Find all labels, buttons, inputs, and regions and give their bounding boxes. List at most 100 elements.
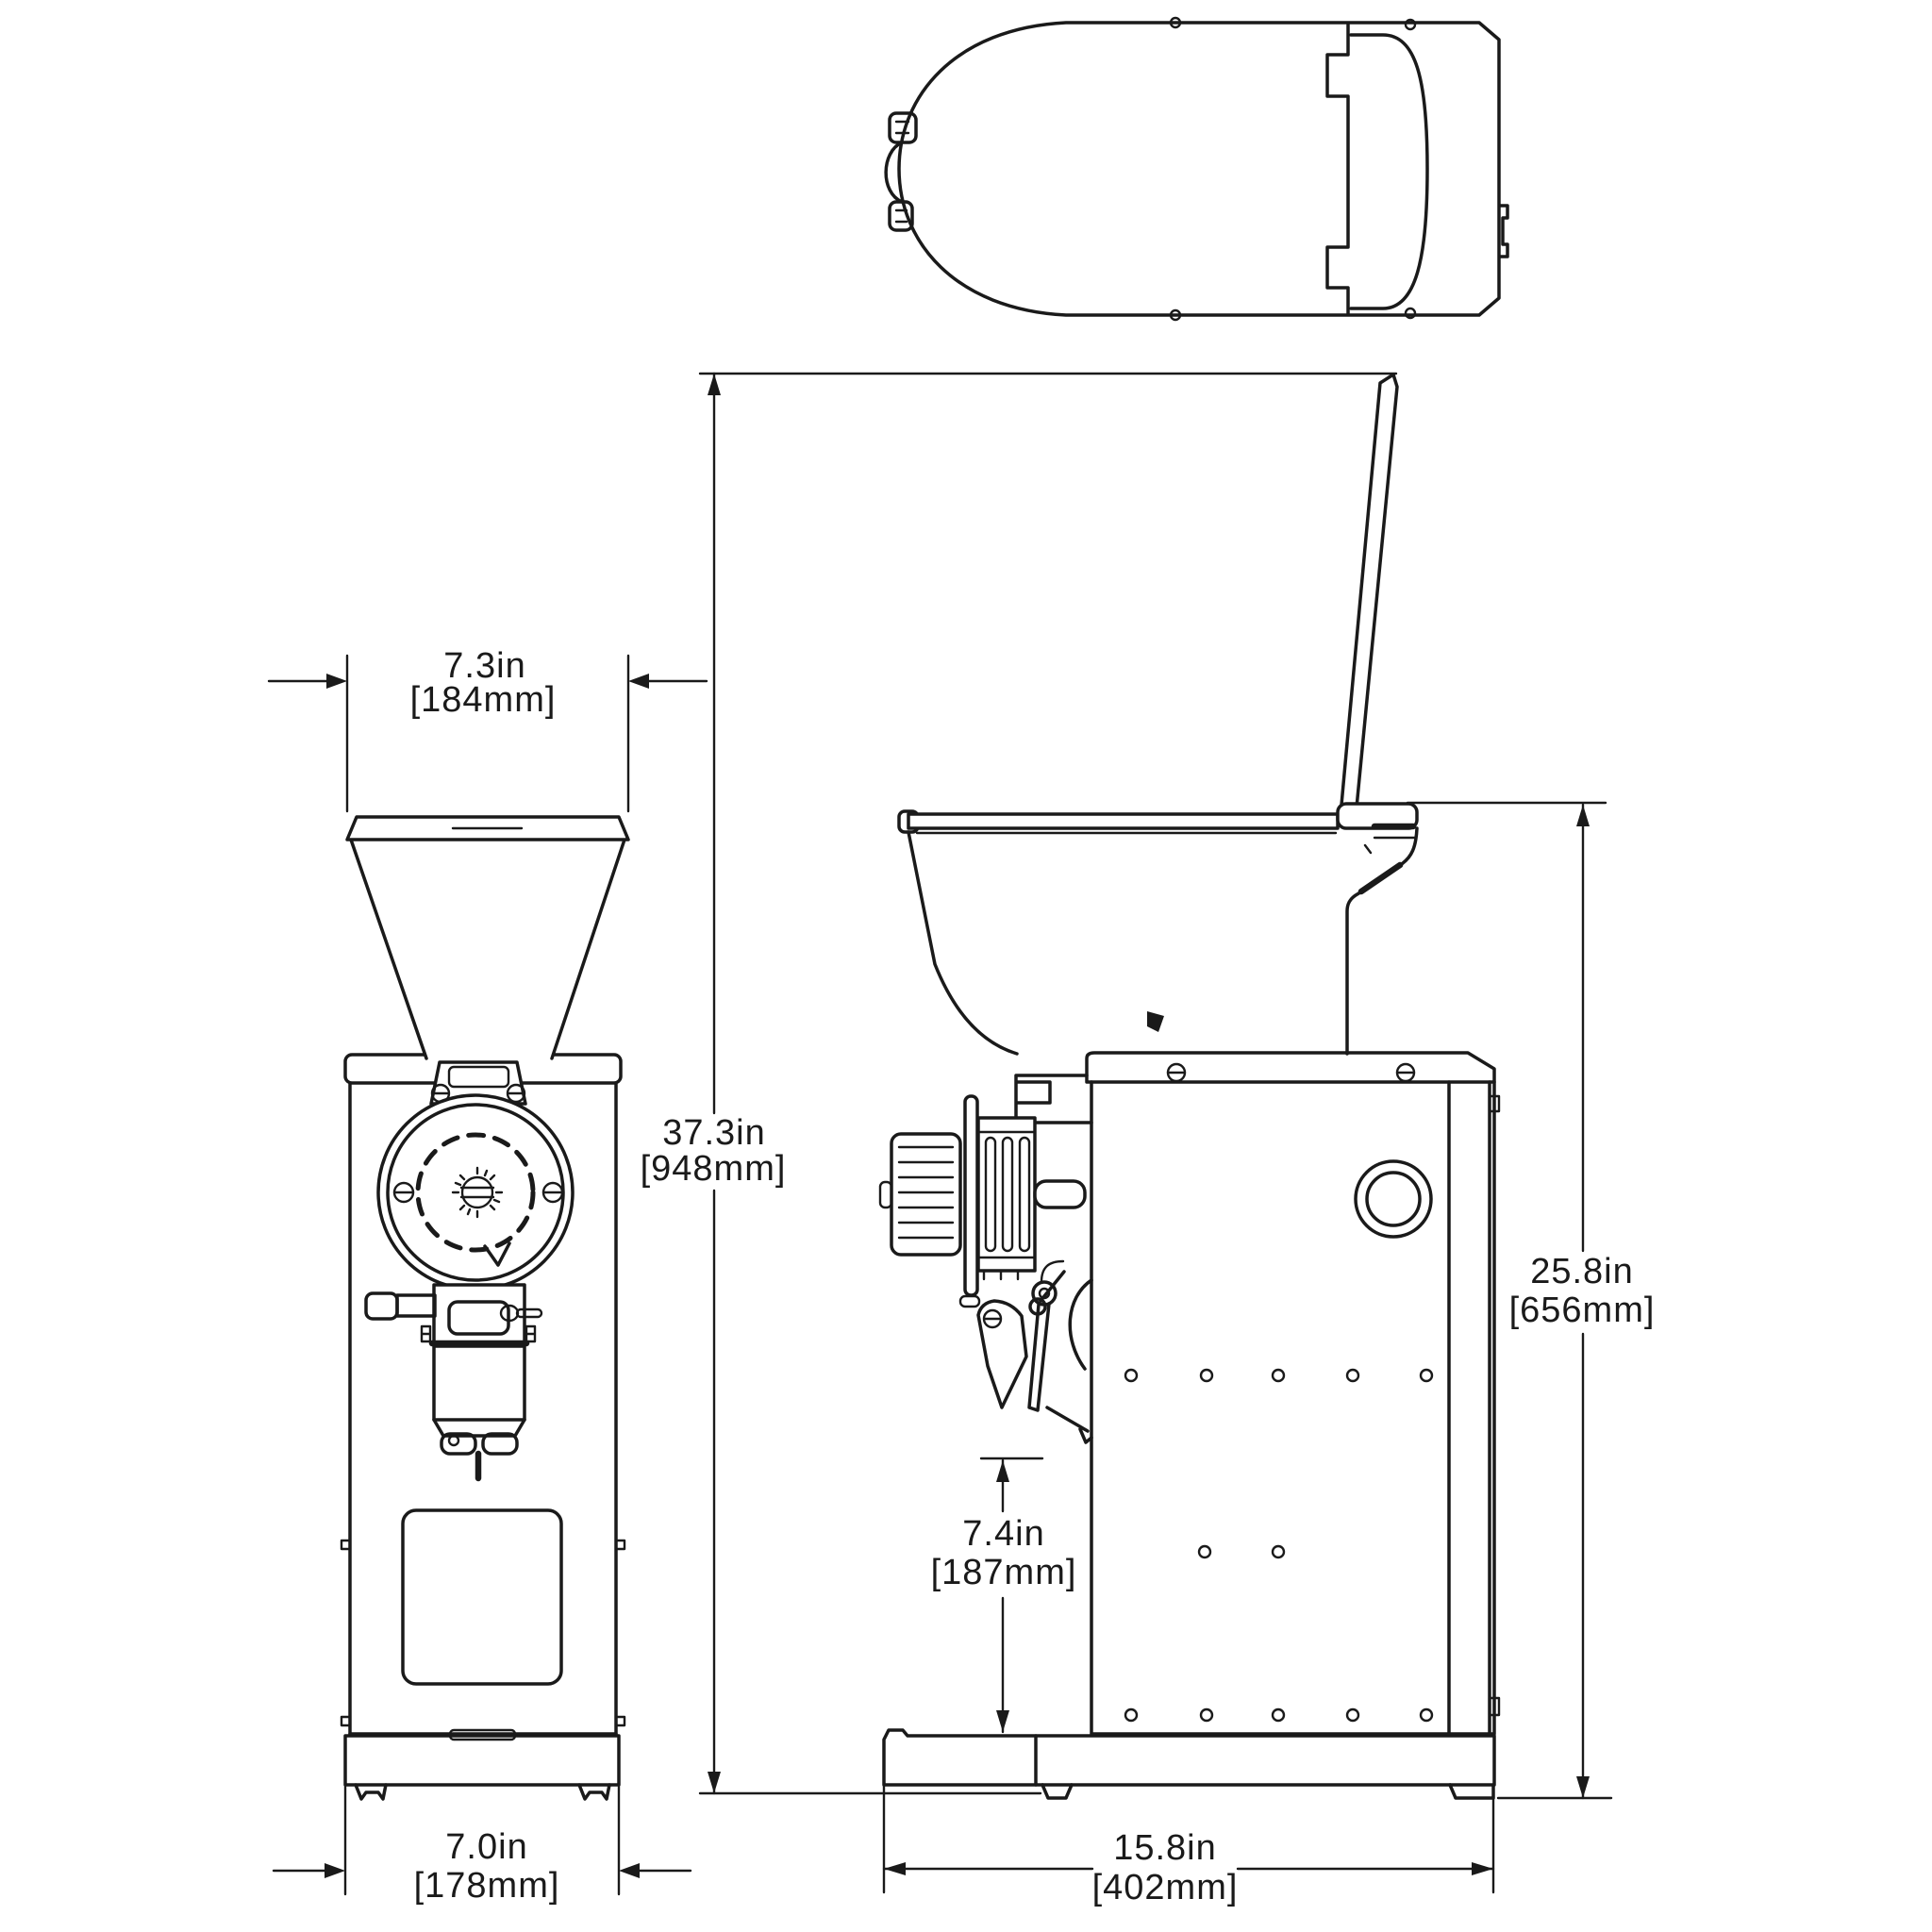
arrowhead-down bbox=[708, 1772, 721, 1793]
plate-slot bbox=[1001, 1136, 1014, 1253]
rotation-arrowhead bbox=[483, 1241, 511, 1267]
retainer-clips bbox=[420, 1324, 537, 1343]
flow-flag-mark bbox=[1147, 1011, 1164, 1032]
dimension-grinder-height: 25.8in [656mm] bbox=[1406, 801, 1654, 1800]
plate-slot bbox=[1018, 1136, 1031, 1253]
side-foot-front bbox=[1041, 1783, 1074, 1800]
spout-cap bbox=[364, 1291, 399, 1321]
extension-lines bbox=[698, 372, 1398, 1795]
arrowhead-right-pointing bbox=[325, 1863, 345, 1878]
side-foot-rear bbox=[1448, 1783, 1495, 1800]
panel-rivets bbox=[1124, 1368, 1434, 1723]
arrowhead-up bbox=[708, 374, 721, 395]
hopper-rear-edge bbox=[1345, 826, 1419, 1056]
front-base bbox=[343, 1734, 621, 1787]
motor-body bbox=[432, 1344, 526, 1422]
side-view bbox=[878, 373, 1501, 1800]
hinge-detail bbox=[1363, 836, 1417, 855]
dim-overall-height-in: 37.3in bbox=[662, 1113, 766, 1153]
base-vent-tab bbox=[448, 1728, 517, 1741]
dim-depth-in: 15.8in bbox=[1113, 1828, 1217, 1868]
arrowhead-down bbox=[996, 1710, 1009, 1732]
center-gear-icon bbox=[451, 1166, 504, 1219]
spout-thick-edge bbox=[1357, 861, 1404, 895]
pivot-inner bbox=[1038, 1287, 1051, 1300]
adjustment-shaft bbox=[1033, 1179, 1087, 1209]
arrowhead-left bbox=[884, 1862, 906, 1875]
arrowhead-right bbox=[1472, 1862, 1493, 1875]
chute-pin bbox=[958, 1294, 981, 1308]
front-foot-right bbox=[577, 1783, 611, 1801]
plate-feet bbox=[976, 1269, 1037, 1281]
door-hinge-bumps bbox=[340, 1539, 626, 1727]
front-flange-bar bbox=[963, 1094, 979, 1297]
base-outline bbox=[882, 1728, 1496, 1787]
front-body-sides bbox=[348, 1081, 618, 1736]
dim-base-width-in: 7.0in bbox=[445, 1827, 527, 1867]
dim-spout-clearance-mm: [187mm] bbox=[931, 1553, 1077, 1592]
hopper-funnel-fill bbox=[351, 840, 625, 1058]
chute-blade bbox=[976, 1299, 1028, 1409]
chute-bottom-edge bbox=[1045, 1406, 1093, 1444]
lid-latch bbox=[1498, 204, 1509, 258]
pivot-outer bbox=[1031, 1280, 1058, 1307]
side-panel-edges bbox=[1090, 1080, 1496, 1736]
arrowhead-up bbox=[1576, 805, 1590, 826]
screw-tick bbox=[1404, 307, 1417, 320]
dimension-hopper-width: 7.3in [184mm] bbox=[267, 646, 708, 813]
burr-rotation-dashed-circle bbox=[415, 1132, 536, 1253]
dimension-base-width: 7.0in [178mm] bbox=[272, 1785, 692, 1906]
dim-hopper-width-mm: [184mm] bbox=[410, 680, 557, 720]
knob-ribs bbox=[897, 1145, 955, 1240]
slotted-plate bbox=[976, 1116, 1037, 1273]
side-base bbox=[882, 1728, 1496, 1800]
hopper-lid-side bbox=[907, 812, 1340, 830]
top-view-outline bbox=[897, 21, 1501, 317]
screw-tick bbox=[1404, 18, 1417, 31]
front-view bbox=[340, 815, 630, 1801]
extension-lines bbox=[343, 1785, 621, 1896]
hinge-bracket-slot bbox=[447, 1065, 510, 1089]
hopper-funnel-sides bbox=[349, 838, 626, 1060]
motor-foot-right bbox=[481, 1432, 519, 1456]
lid-hinge-line bbox=[1325, 23, 1350, 315]
grind-adjustment-assembly bbox=[878, 1094, 1087, 1316]
dim-grinder-height-in: 25.8in bbox=[1530, 1252, 1634, 1291]
extension-lines bbox=[1406, 801, 1613, 1800]
dim-hopper-width-in: 7.3in bbox=[443, 646, 525, 686]
arrowhead-left-pointing bbox=[628, 674, 649, 689]
side-port-inner bbox=[1365, 1171, 1422, 1227]
front-foot-left bbox=[354, 1783, 388, 1801]
plate-bands bbox=[976, 1130, 1037, 1259]
front-lip-arc bbox=[884, 141, 904, 204]
side-chute-assembly bbox=[958, 1259, 1093, 1460]
knob-nub bbox=[878, 1180, 893, 1209]
motor-foot-hole bbox=[447, 1434, 460, 1447]
open-lid bbox=[1338, 373, 1399, 829]
discharge-chute bbox=[364, 1283, 543, 1347]
top-view-plan bbox=[884, 16, 1509, 322]
extension-lines bbox=[345, 654, 630, 813]
screw-tick bbox=[1169, 308, 1182, 322]
pivot-arm bbox=[1027, 1302, 1051, 1412]
motor-foot-left bbox=[440, 1432, 477, 1456]
doser-motor bbox=[432, 1344, 526, 1482]
dim-spout-clearance-in: 7.4in bbox=[962, 1514, 1044, 1554]
tab-detail-lines bbox=[894, 120, 910, 224]
access-door bbox=[401, 1508, 563, 1686]
grinder-face bbox=[376, 1093, 575, 1291]
side-port-outer bbox=[1354, 1159, 1433, 1239]
arm-hook bbox=[1040, 1259, 1065, 1284]
deflector-curve bbox=[1068, 1278, 1093, 1371]
screw-tick bbox=[1169, 16, 1182, 29]
lever-arm bbox=[515, 1307, 543, 1319]
dimension-overall-height: 37.3in [948mm] bbox=[641, 372, 1398, 1795]
side-top-band bbox=[1085, 1051, 1496, 1084]
spout-tube bbox=[395, 1293, 437, 1318]
hopper-front-edge bbox=[907, 830, 1019, 1056]
dimension-depth: 15.8in [402mm] bbox=[882, 1739, 1495, 1907]
extension-lines bbox=[882, 1739, 1495, 1894]
dim-overall-height-mm: [948mm] bbox=[641, 1149, 787, 1189]
